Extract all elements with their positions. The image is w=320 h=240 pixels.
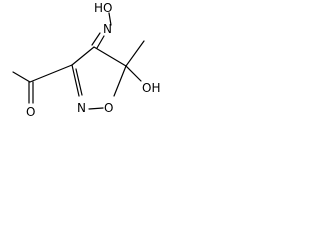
bond-c3-n-a <box>71 64 80 97</box>
bond-methyl-carbonyl <box>12 71 31 83</box>
bond-c3-n-b <box>75 68 83 96</box>
atom-label-hydroxyl: OH <box>142 81 160 95</box>
bond-carbonyl-ring <box>29 64 73 83</box>
bond-c4-oxime-n-a <box>91 32 101 46</box>
bond-c3-c4 <box>71 46 95 66</box>
atom-label-carbonyl-o: O <box>26 105 35 119</box>
bond-c5-o <box>113 65 127 97</box>
bond-oxime-n-o <box>108 12 112 26</box>
atom-label-oxime-oh: HO <box>94 1 112 15</box>
chemical-structure: HO N N O OH O <box>12 1 160 119</box>
bond-o-n <box>88 107 104 110</box>
bond-c4-oxime-n-b <box>96 35 105 49</box>
bond-c5-methyl <box>125 40 145 67</box>
bond-c4-c5 <box>93 46 127 67</box>
atom-label-ring-n: N <box>77 101 86 115</box>
bond-c5-hydroxyl <box>125 65 142 82</box>
atom-label-oxime-n: N <box>103 22 112 36</box>
atom-label-ring-o: O <box>104 101 113 115</box>
